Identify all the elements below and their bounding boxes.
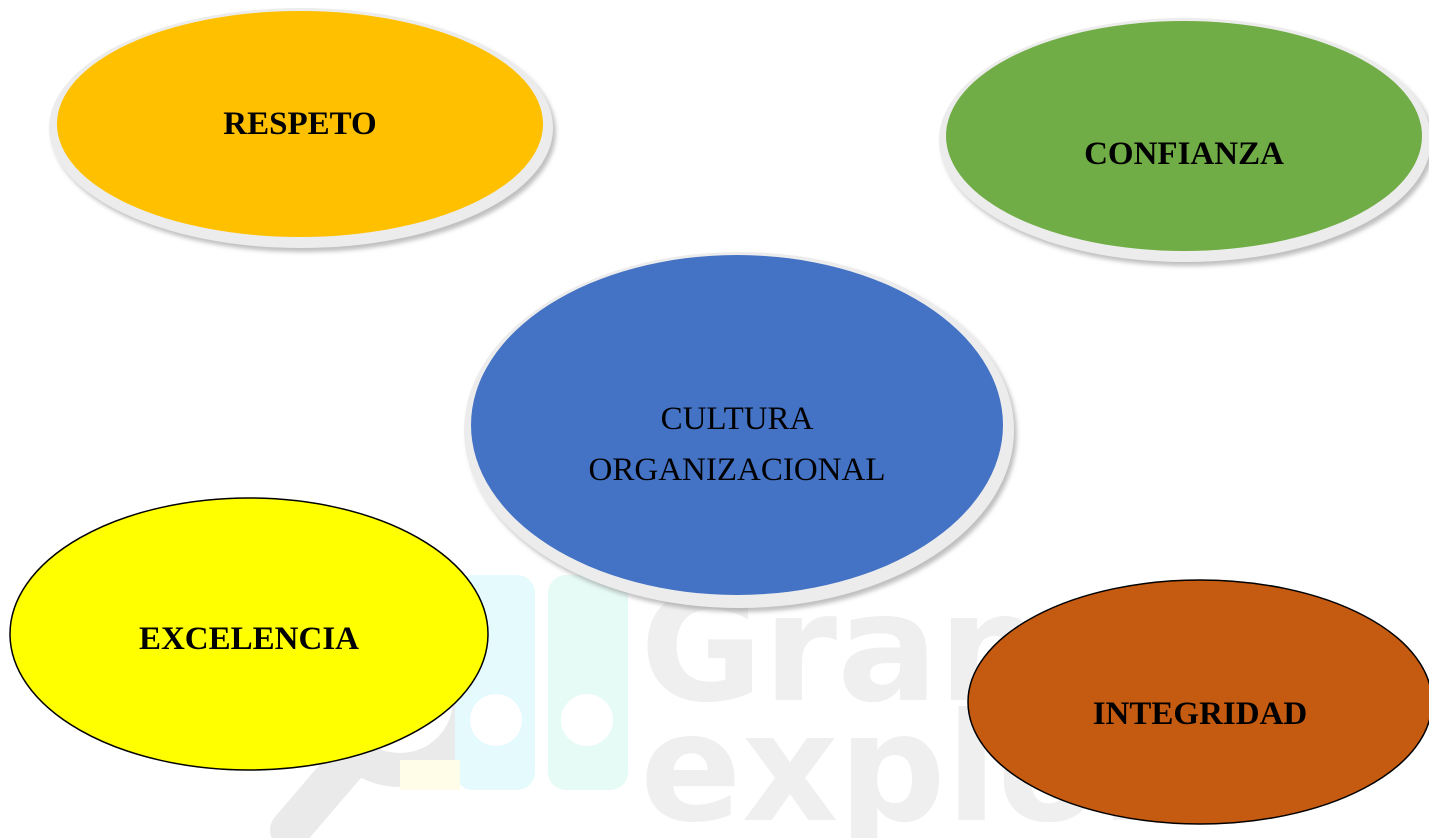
integridad-ellipse [967,579,1429,825]
center-label-line2: ORGANIZACIONAL [588,452,886,488]
confianza-ellipse [939,18,1429,262]
respeto-ellipse [49,8,553,248]
center-ellipse [464,252,1014,608]
confianza-label: CONFIANZA [1084,136,1284,173]
excelencia-ellipse [9,497,489,771]
center-label-line1: CULTURA [660,400,814,437]
excelencia-label: EXCELENCIA [138,621,360,658]
integridad-label: INTEGRIDAD [1092,696,1308,733]
respeto-label: RESPETO [223,106,377,143]
center-label: CULTURA ORGANIZACIONAL [471,380,1003,510]
